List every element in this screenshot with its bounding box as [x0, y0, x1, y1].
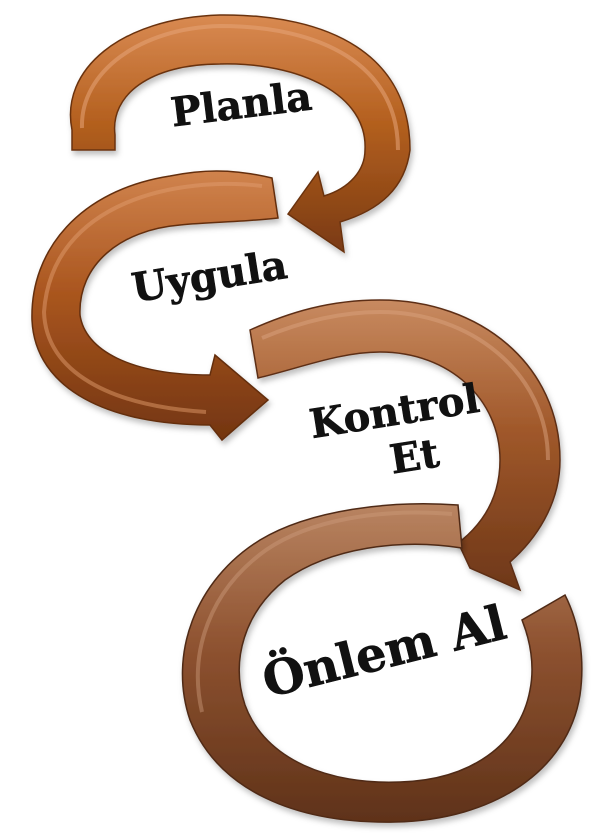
cycle-ring-onlem-al [181, 503, 583, 823]
cycle-arrow-kontrol-et [249, 299, 561, 592]
arrow-ring-1 [69, 14, 411, 254]
arrow-ring-2 [31, 170, 279, 442]
step-label-uygula: Uygula [129, 241, 291, 312]
arrow-ring-3 [249, 299, 561, 592]
step-label-planla: Planla [168, 73, 314, 137]
arrow-ring-4 [181, 503, 583, 823]
arrow-ring-4-highlight [195, 510, 453, 713]
arrow-ring-2-highlight [41, 182, 263, 414]
step-label-et: Et [387, 429, 443, 483]
cycle-arrow-uygula [31, 170, 279, 442]
cycle-arrow-planla [69, 14, 411, 254]
step-label-onlem-al: Önlem Al [256, 593, 511, 709]
arrow-ring-1-highlight [79, 23, 400, 151]
arrow-ring-3-highlight [261, 309, 550, 461]
